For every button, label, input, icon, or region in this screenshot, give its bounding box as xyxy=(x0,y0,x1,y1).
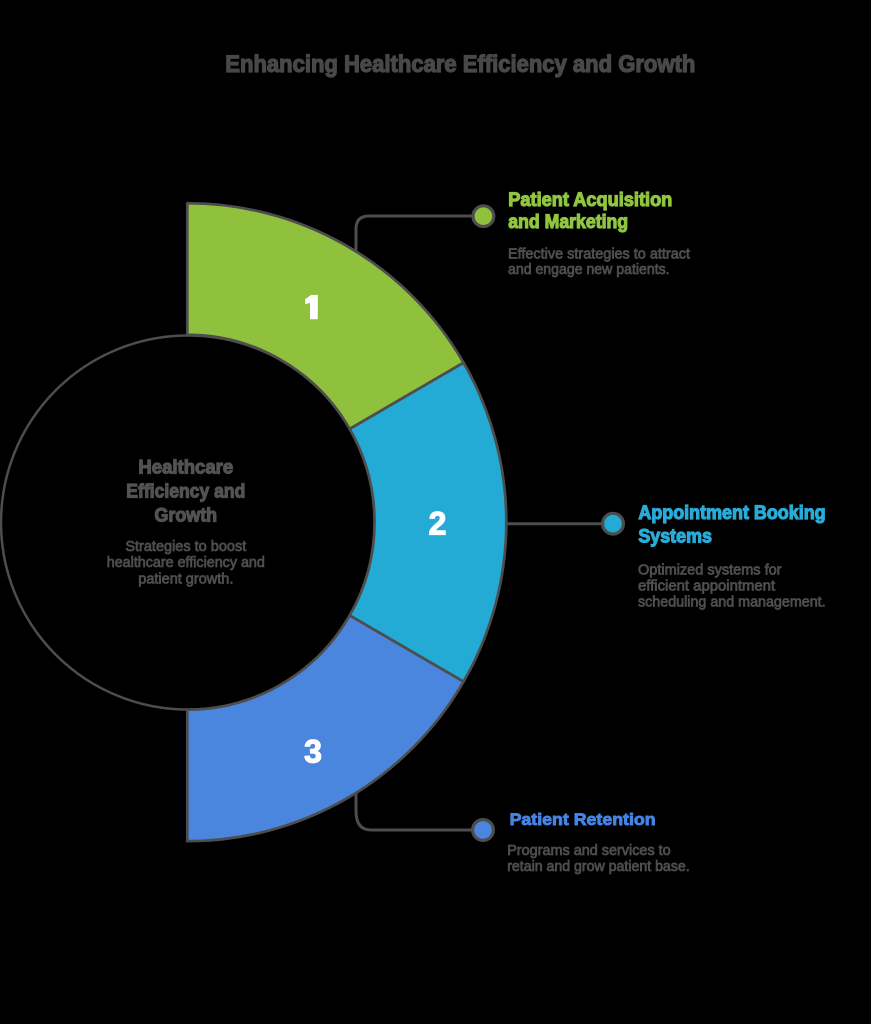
svg-text:Systems: Systems xyxy=(638,525,712,547)
svg-text:Efficiency and: Efficiency and xyxy=(126,480,245,502)
svg-text:efficient appointment: efficient appointment xyxy=(638,579,775,595)
svg-text:Optimized systems for: Optimized systems for xyxy=(638,563,782,579)
svg-text:Growth: Growth xyxy=(155,505,218,527)
svg-text:Effective strategies to attrac: Effective strategies to attract xyxy=(508,246,690,262)
svg-text:Strategies to boost: Strategies to boost xyxy=(125,539,246,555)
svg-text:patient growth.: patient growth. xyxy=(138,571,233,587)
svg-text:and engage new patients.: and engage new patients. xyxy=(508,262,670,278)
svg-text:and Marketing: and Marketing xyxy=(508,211,628,233)
svg-text:3: 3 xyxy=(304,733,322,769)
svg-text:scheduling and management.: scheduling and management. xyxy=(638,595,826,611)
svg-text:Appointment Booking: Appointment Booking xyxy=(638,502,825,524)
svg-text:Patient Retention: Patient Retention xyxy=(510,810,656,829)
svg-text:Enhancing Healthcare Efficienc: Enhancing Healthcare Efficiency and Grow… xyxy=(225,51,695,78)
svg-text:retain and grow patient base.: retain and grow patient base. xyxy=(507,859,690,875)
svg-text:Healthcare: Healthcare xyxy=(138,456,233,478)
svg-text:healthcare efficiency and: healthcare efficiency and xyxy=(107,555,265,571)
svg-text:Programs and services to: Programs and services to xyxy=(507,843,671,859)
svg-text:Patient Acquisition: Patient Acquisition xyxy=(508,189,672,211)
svg-text:2: 2 xyxy=(429,505,447,541)
